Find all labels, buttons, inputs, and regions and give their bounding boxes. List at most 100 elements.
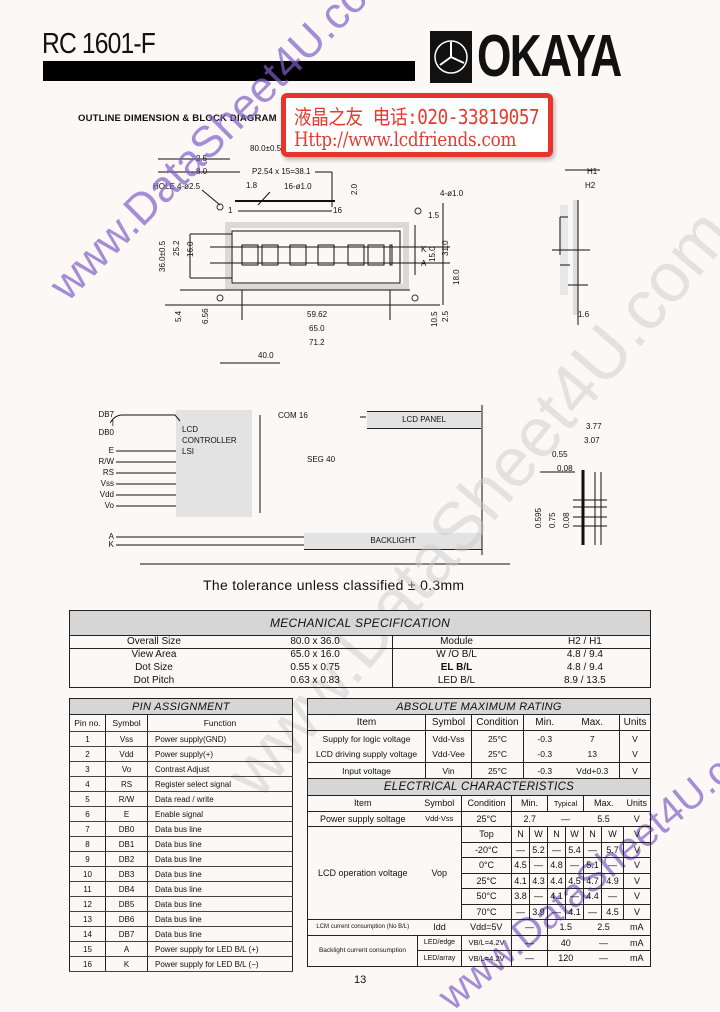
table-row: Backlight current consumption LED/edge V…: [307, 935, 651, 967]
table-row: LCD operation voltage Vop Top N W N W N …: [307, 826, 651, 920]
signal-rs: RS: [102, 468, 114, 477]
dim-h1: H1: [587, 167, 598, 176]
dim-height-total: 36.0±0.5: [158, 240, 167, 272]
page-number: 13: [354, 974, 367, 986]
stamp-url: Http://www.lcdfriends.com: [294, 127, 517, 151]
outline-drawing: [158, 158, 450, 364]
dot-dim-h3: 0.08: [562, 512, 571, 528]
absolute-max-table: ABSOLUTE MAXIMUM RATING Item Symbol Cond…: [307, 698, 651, 779]
dim-right-b: 2.5: [441, 310, 450, 322]
signal-a: A: [108, 532, 114, 541]
lcd-controller-label: LCD CONTROLLER LSI: [182, 425, 237, 456]
pin-last: 16: [333, 206, 342, 215]
brand-logo: OKAYA: [477, 23, 622, 90]
mechanical-title: MECHANICAL SPECIFICATION: [69, 610, 651, 636]
title-bar: [43, 61, 415, 81]
dim-right-a: 10.5: [430, 311, 439, 327]
table-row: LCM current consumption (No B/L) Idd Vdd…: [307, 919, 651, 936]
com-label: COM 16: [278, 411, 308, 420]
dot-dim-w2: 3.07: [584, 436, 600, 445]
dim-view-w: 65.0: [309, 324, 325, 333]
lcdfriends-stamp: 液晶之友 电话:020-33819057 Http://www.lcdfrien…: [281, 93, 553, 157]
mechanical-spec-table: MECHANICAL SPECIFICATION Overall Size 80…: [69, 610, 651, 688]
dim-overall-width: 80.0±0.5: [250, 144, 282, 153]
signal-rw: R/W: [98, 457, 114, 466]
lcd-panel-block: LCD PANEL: [367, 411, 481, 429]
signal-db7: DB7: [98, 410, 114, 419]
okaya-logo-icon: [430, 31, 472, 83]
electrical-title: ELECTRICAL CHARACTERISTICS: [307, 778, 651, 796]
signal-bus-sep: I: [111, 419, 114, 428]
signal-k: K: [108, 540, 114, 549]
side-view-drawing: [552, 169, 600, 325]
electrical-characteristics-table: ELECTRICAL CHARACTERISTICS Item Symbol C…: [307, 778, 651, 967]
dim-pin-offset: 1.8: [246, 181, 258, 190]
dot-dim-gap: 0.08: [557, 464, 573, 473]
table-row: Supply for logic voltage Vdd-Vss 25°C -0…: [307, 730, 651, 747]
dim-left-b: 6.56: [201, 308, 210, 324]
dot-dim-h2: 0.75: [548, 512, 557, 528]
label-a: A: [421, 259, 427, 268]
dim-side-bottom: 1.6: [578, 310, 590, 319]
absolute-max-title: ABSOLUTE MAXIMUM RATING: [307, 698, 651, 715]
dim-top-margin: 2.0: [350, 183, 359, 195]
pin-title: PIN ASSIGNMENT: [69, 698, 293, 715]
backlight-block: BACKLIGHT: [304, 533, 482, 550]
dim-height-b: 25.2: [172, 240, 181, 256]
dim-bl-c: 31.0: [441, 240, 450, 256]
dim-bl-hole: 4-ø1.0: [440, 189, 464, 198]
dot-dim-dot-w: 0.55: [552, 450, 568, 459]
model-title: RC 1601-F: [42, 28, 156, 60]
stamp-phone: 液晶之友 电话:020-33819057: [294, 105, 540, 129]
table-row: Input voltage Vin 25°C -0.3 Vdd+0.3 V: [307, 762, 651, 779]
table-row: 50°C 3.8 — 4.1 — 4.4 — V: [308, 888, 651, 905]
dim-left-a: 5.4: [174, 310, 183, 322]
signal-vdd: Vdd: [99, 490, 114, 499]
table-row: 0°C 4.5 — 4.8 — 5.1 — V: [308, 857, 651, 874]
dim-pins: 16-ø1.0: [284, 182, 312, 191]
dim-offset-a: 2.5: [196, 154, 208, 163]
signal-db0: DB0: [98, 428, 114, 437]
table-row: 25°C 4.1 4.3 4.4 4.5 4.7 4.9 V: [308, 873, 651, 889]
signal-vss: Vss: [100, 479, 114, 488]
dot-detail-drawing: [540, 470, 607, 545]
table-row: LCD driving supply voltage Vdd-Vee 25°C …: [307, 746, 651, 763]
signal-vo: Vo: [104, 501, 114, 510]
outline-title: OUTLINE DIMENSION & BLOCK DIAGRAM: [78, 113, 277, 124]
lcd-controller-block: [176, 410, 252, 517]
pin-assignment-table: PIN ASSIGNMENT Pin no. Symbol Function 1…: [69, 698, 293, 972]
tolerance-note: The tolerance unless classified ± 0.3mm: [203, 577, 465, 593]
table-row: 70°C — 3.9 — 4.1 — 4.5 V: [308, 904, 651, 920]
table-row: LED/array VB/L=4.2V — 120 — mA: [308, 950, 651, 967]
dim-bl-a: 1.5: [428, 211, 440, 220]
dim-bl-d: 18.0: [452, 269, 461, 285]
dot-dim-h1: 0.595: [534, 507, 543, 528]
signal-e: E: [108, 446, 114, 455]
seg-label: SEG 40: [307, 455, 336, 464]
pin-first: 1: [228, 206, 233, 215]
dim-h2: H2: [585, 181, 596, 190]
dim-view-h: 16.0: [186, 241, 195, 257]
dim-offset-b: 8.0: [196, 167, 208, 176]
dim-bezel-w: 71.2: [309, 338, 325, 347]
label-k: K: [421, 245, 427, 254]
block-wiring: [110, 405, 510, 565]
dim-hole: HOLE 4-ø2.5: [153, 182, 201, 191]
table-row: Power supply soltage Vdd-Vss 25°C 2.7 — …: [307, 811, 651, 827]
